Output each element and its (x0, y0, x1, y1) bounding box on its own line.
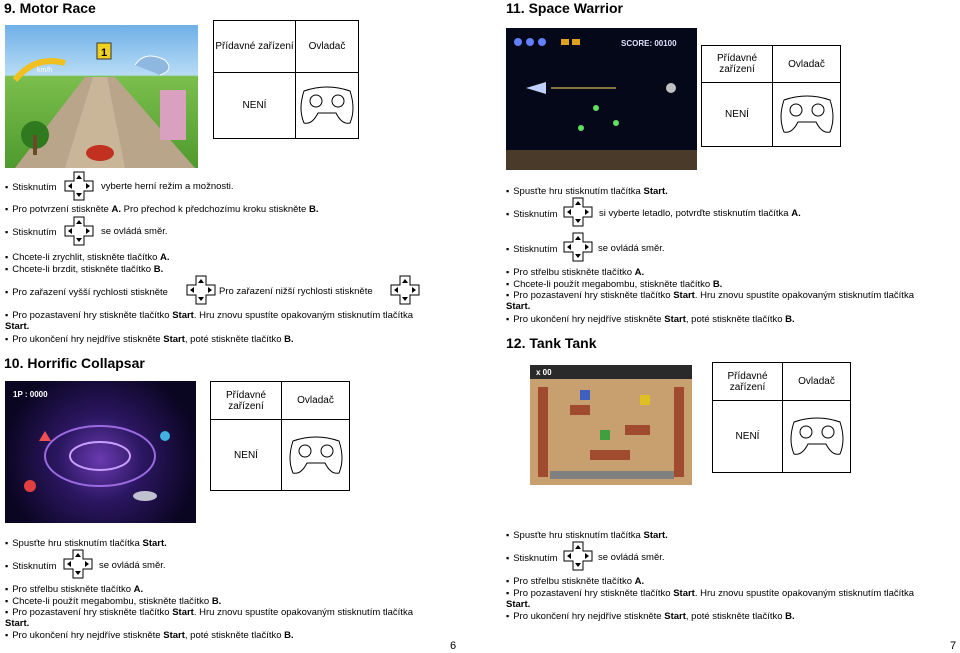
g12-line4: Pro pozastavení hry stiskněte tlačítko S… (506, 587, 914, 600)
g10-line5: Pro pozastavení hry stiskněte tlačítko S… (5, 606, 413, 619)
game12-device-table: Přídavné zařízení Ovladač NENÍ (712, 362, 851, 473)
g12-line1: Spusťte hru stisknutím tlačítka Start. (506, 529, 668, 542)
dpad-icon (64, 171, 94, 201)
gamepad-icon (772, 82, 841, 147)
g10-line1: Spusťte hru stisknutím tlačítka Start. (5, 537, 167, 550)
table-header-device: Přídavné zařízení (712, 362, 783, 401)
g9-line2: Pro potvrzení stiskněte A. Pro přechod k… (5, 203, 318, 216)
gamepad-icon (295, 72, 359, 139)
g11-line1: Spusťte hru stisknutím tlačítka Start. (506, 185, 668, 198)
table-header-controller: Ovladač (281, 381, 350, 420)
dpad-icon (563, 232, 593, 262)
hud-position: 1 (101, 47, 107, 59)
g10-line6: Pro ukončení hry nejdříve stiskněte Star… (5, 629, 293, 642)
g11-line5: Chcete-li použít megabombu, stiskněte tl… (506, 278, 722, 291)
g9-line7: Pro pozastavení hry stiskněte tlačítko S… (5, 309, 413, 322)
table-header-controller: Ovladač (772, 45, 841, 83)
dpad-icon (64, 216, 94, 246)
space-warrior-screenshot: SCORE: 00100 (506, 28, 697, 170)
g9-line1: Stisknutím (5, 181, 56, 194)
table-value-none: NENÍ (213, 72, 296, 139)
table-header-device: Přídavné zařízení (213, 20, 296, 73)
g9-line5: Chcete-li brzdit, stiskněte tlačítko B. (5, 263, 163, 276)
dpad-icon (563, 197, 593, 227)
table-header-controller: Ovladač (295, 20, 359, 73)
table-value-none: NENÍ (712, 400, 783, 473)
g12-line3: Pro střelbu stiskněte tlačítko A. (506, 575, 644, 588)
game10-title: 10. Horrific Collapsar (4, 355, 145, 371)
table-value-none: NENÍ (701, 82, 773, 147)
hud-speed-unit: km/h (37, 67, 52, 74)
hud-lives: x 00 (536, 368, 552, 377)
tank-scene: x 00 (530, 365, 692, 479)
table-header-device: Přídavné zařízení (210, 381, 282, 420)
g9-line1b: vyberte herní režim a možnosti. (101, 181, 234, 192)
g10-line2: Stisknutím (5, 560, 56, 573)
game9-title: 9. Motor Race (4, 0, 96, 16)
horrific-collapsar-screenshot: 1P : 0000 (5, 381, 196, 523)
dpad-icon (563, 541, 593, 571)
game10-device-table: Přídavné zařízení Ovladač NENÍ (210, 381, 350, 491)
g11-line4: Pro střelbu stiskněte tlačítko A. (506, 266, 644, 279)
dpad-down-icon (390, 275, 420, 305)
g12-line2: Stisknutím (506, 552, 557, 565)
g9-line6b: Pro zařazení nižší rychlosti stiskněte (219, 286, 373, 297)
game12-title: 12. Tank Tank (506, 335, 597, 351)
page-number-left: 6 (450, 640, 457, 652)
g9-line7c: Start. (5, 321, 30, 332)
g9-line3b: se ovládá směr. (101, 226, 168, 237)
hud-score: 1P : 0000 (13, 390, 48, 399)
g10-line2b: se ovládá směr. (99, 560, 166, 571)
table-header-device: Přídavné zařízení (701, 45, 773, 83)
hud-score: SCORE: 00100 (621, 39, 677, 48)
game9-device-table: Přídavné zařízení Ovladač NENÍ (213, 20, 359, 139)
game11-title: 11. Space Warrior (506, 0, 623, 16)
page-number-right: 7 (950, 640, 957, 652)
g11-line6: Pro pozastavení hry stiskněte tlačítko S… (506, 289, 914, 302)
tank-tank-screenshot: x 00 (530, 365, 692, 485)
g12-line2b: se ovládá směr. (598, 552, 665, 563)
table-header-controller: Ovladač (782, 362, 851, 401)
game11-device-table: Přídavné zařízení Ovladač NENÍ (701, 45, 841, 147)
g11-line2: Stisknutím (506, 208, 557, 221)
gamepad-icon (281, 419, 350, 491)
g9-line3: Stisknutím (5, 226, 56, 239)
g12-line5: Pro ukončení hry nejdříve stiskněte Star… (506, 610, 794, 623)
g10-line5c: Start. (5, 618, 30, 629)
motor-race-screenshot: 1 km/h (5, 25, 198, 168)
g10-line4: Chcete-li použít megabombu, stiskněte tl… (5, 595, 221, 608)
g11-line3: Stisknutím (506, 243, 557, 256)
g9-line6: Pro zařazení vyšší rychlosti stiskněte (5, 286, 168, 299)
dpad-icon (63, 549, 93, 579)
space-scene: SCORE: 00100 (506, 38, 697, 170)
g11-line6c: Start. (506, 301, 531, 312)
g10-line3: Pro střelbu stiskněte tlačítko A. (5, 583, 143, 596)
table-value-none: NENÍ (210, 419, 282, 491)
g12-line4c: Start. (506, 599, 531, 610)
gamepad-icon (782, 400, 851, 473)
g11-line7: Pro ukončení hry nejdříve stiskněte Star… (506, 313, 794, 326)
g11-line3b: se ovládá směr. (598, 243, 665, 254)
g9-line4: Chcete-li zrychlit, stiskněte tlačítko A… (5, 251, 169, 264)
collapsar-scene: 1P : 0000 (13, 390, 170, 501)
dpad-up-icon (186, 275, 216, 305)
g9-line8: Pro ukončení hry nejdříve stiskněte Star… (5, 333, 293, 346)
g11-line2b: si vyberte letadlo, potvrďte stisknutím … (599, 208, 801, 219)
motor-race-scene: 1 km/h (12, 42, 195, 168)
